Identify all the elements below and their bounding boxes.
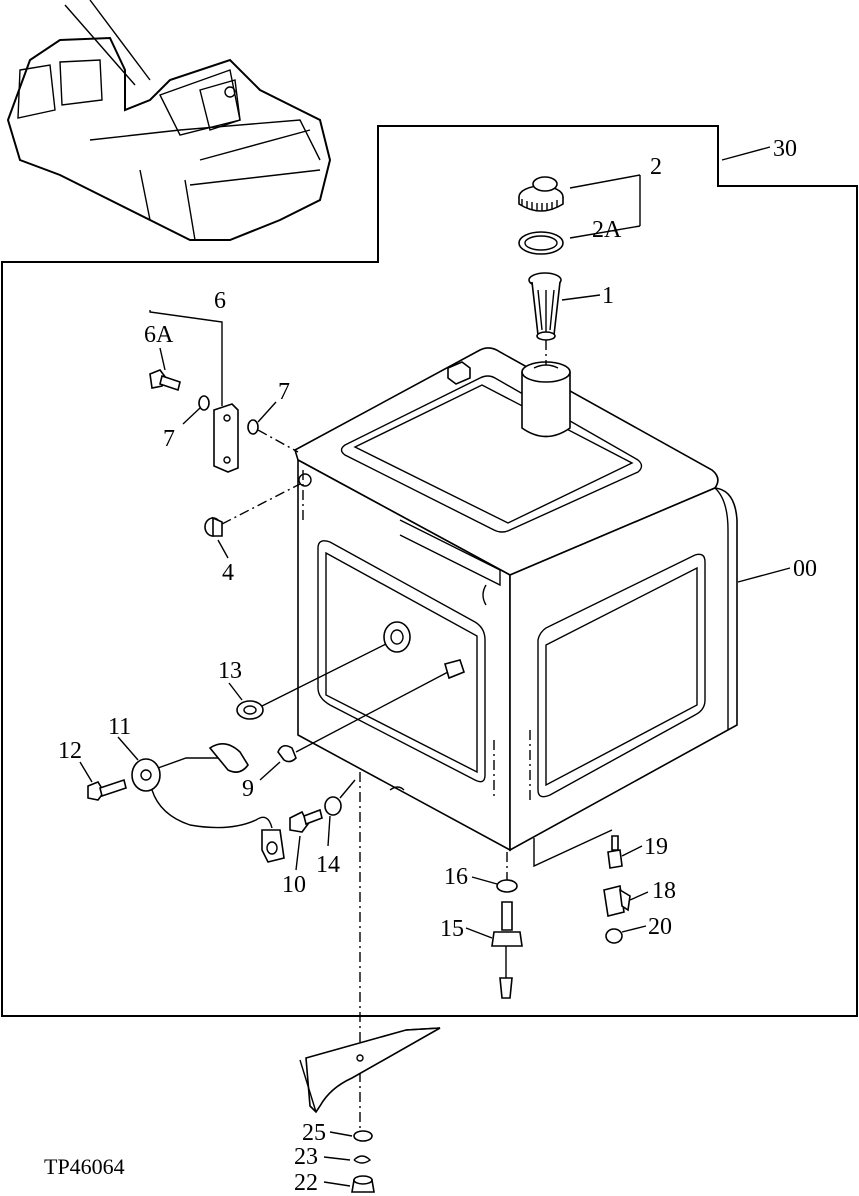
label-22: 22 — [294, 1170, 318, 1196]
label-10: 10 — [282, 872, 306, 898]
leader-30 — [721, 146, 771, 161]
grommet — [236, 700, 264, 720]
excavator-locator-inset — [6, 0, 332, 241]
sender-screw — [87, 778, 127, 801]
label-2: 2 — [650, 154, 662, 180]
label-13: 13 — [218, 658, 242, 684]
drain-valve — [491, 901, 523, 999]
hose-clamp — [603, 885, 631, 917]
label-25: 25 — [302, 1120, 326, 1146]
label-14: 14 — [316, 852, 340, 878]
label-2A: 2A — [592, 217, 622, 243]
leader-00 — [737, 567, 791, 583]
drain-washer — [496, 879, 518, 893]
washer-right — [247, 419, 259, 435]
assembly-boundary — [1, 125, 858, 1017]
mounting-bracket — [213, 403, 239, 473]
label-6A: 6A — [144, 322, 174, 348]
label-16: 16 — [444, 864, 468, 890]
label-7-left: 7 — [163, 426, 175, 452]
fuel-level-sender — [131, 743, 285, 863]
elbow-fitting — [607, 835, 623, 869]
figure-reference: TP46064 — [44, 1154, 125, 1179]
label-20: 20 — [648, 914, 672, 940]
fuel-tank — [294, 347, 738, 852]
label-9: 9 — [242, 776, 254, 802]
cap-nut — [605, 928, 623, 944]
bracket-bolt — [149, 369, 181, 392]
cap-gasket — [518, 231, 564, 255]
label-7-right: 7 — [278, 379, 290, 405]
label-1: 1 — [602, 283, 614, 309]
sender-bolt — [289, 808, 323, 833]
plug — [324, 796, 342, 816]
label-23: 23 — [294, 1144, 318, 1170]
label-11: 11 — [108, 714, 131, 740]
label-19: 19 — [644, 834, 668, 860]
label-30: 30 — [773, 136, 797, 162]
mount-nut — [351, 1175, 375, 1193]
label-00: 00 — [793, 556, 817, 582]
strainer-filter — [528, 272, 562, 341]
lower-mounting-bracket — [299, 1027, 441, 1114]
lock-washer — [353, 1155, 372, 1164]
fuel-cap — [518, 176, 564, 212]
label-12: 12 — [58, 738, 82, 764]
label-15: 15 — [440, 916, 464, 942]
spacer — [204, 516, 223, 537]
washer-left — [198, 395, 210, 411]
flat-washer — [353, 1130, 373, 1142]
label-6: 6 — [214, 288, 226, 314]
label-4: 4 — [222, 560, 234, 586]
hose-clip — [277, 744, 297, 763]
label-18: 18 — [652, 878, 676, 904]
